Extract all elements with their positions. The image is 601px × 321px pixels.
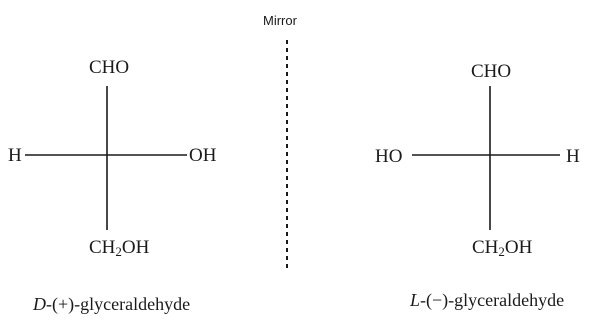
l-right-group: H [566, 146, 580, 167]
d-bottom-main: CH [89, 237, 116, 258]
d-bottom-subscript: 2 [115, 244, 122, 259]
mirror-label: Mirror [263, 13, 297, 28]
l-top-group: CHO [471, 61, 512, 82]
d-right-group: OH [189, 145, 217, 166]
l-left-group: HO [375, 146, 403, 167]
l-bottom-subscript: 2 [498, 244, 505, 259]
l-name-rest: -(−)-glyceraldehyde [420, 290, 565, 310]
d-top-group: CHO [89, 57, 130, 78]
d-name-rest: -(+)-glyceraldehyde [46, 294, 191, 314]
l-isomer-name: L-(−)-glyceraldehyde [410, 291, 564, 309]
d-bottom-tail: OH [121, 237, 150, 258]
d-isomer-name: D-(+)-glyceraldehyde [33, 295, 190, 313]
d-left-group: H [8, 145, 22, 166]
d-bottom-group: CH2OH [89, 237, 150, 259]
l-name-prefix: L [410, 290, 421, 310]
d-name-prefix: D [33, 294, 46, 314]
l-bottom-main: CH [472, 237, 499, 258]
l-bottom-group: CH2OH [472, 237, 533, 259]
l-bottom-tail: OH [504, 237, 533, 258]
